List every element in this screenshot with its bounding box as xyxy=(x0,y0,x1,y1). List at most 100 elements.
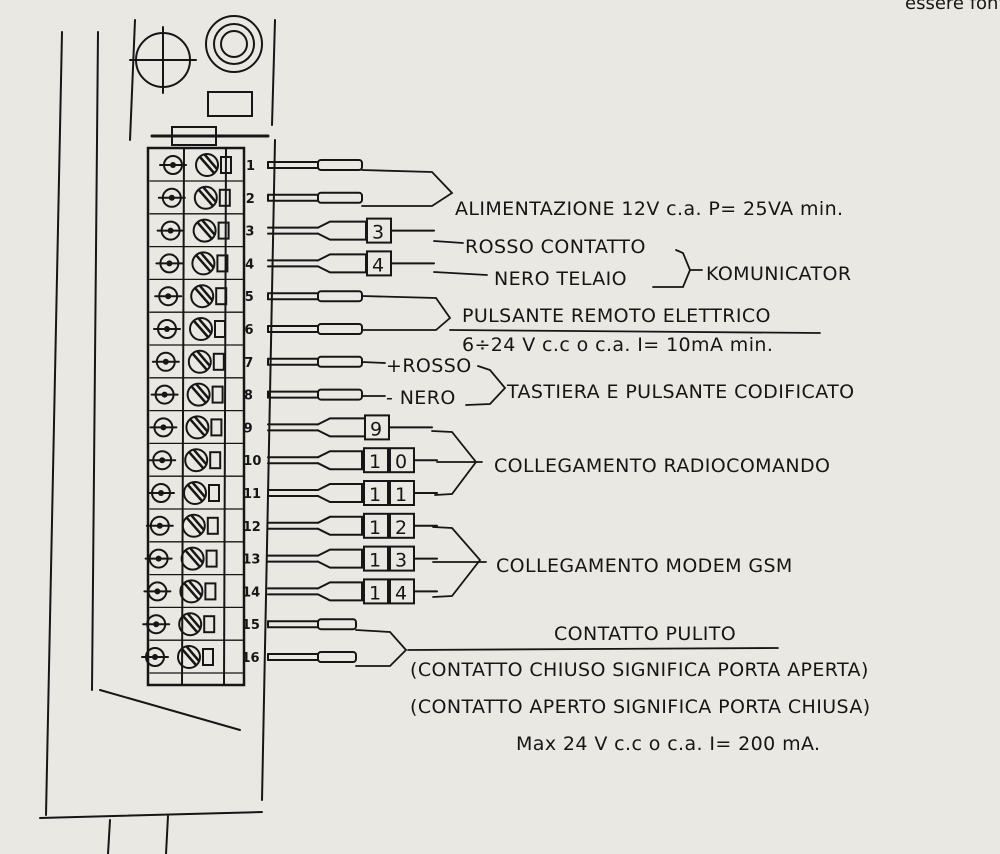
terminal-10: 10 xyxy=(148,448,261,477)
svg-text:3: 3 xyxy=(395,550,407,572)
svg-text:1: 1 xyxy=(369,517,381,539)
terminal-16: 16 xyxy=(141,645,260,674)
clamp-icon xyxy=(179,579,204,604)
terminal-number: 8 xyxy=(244,389,253,404)
terminal-13: 13 xyxy=(144,546,260,576)
terminal-7: 7 xyxy=(149,349,253,379)
terminal-number: 13 xyxy=(242,553,260,568)
clamp-icon xyxy=(178,612,203,637)
clamp-icon xyxy=(181,513,206,538)
terminal-number: 16 xyxy=(242,651,260,666)
wire-plug xyxy=(267,191,363,204)
terminal-8: 8 xyxy=(149,382,253,412)
wire-plug xyxy=(267,417,433,438)
label-nero-telaio: NERO TELAIO xyxy=(494,268,627,290)
connector-code-c11a: 1 xyxy=(363,480,389,506)
label-radiocomando: COLLEGAMENTO RADIOCOMANDO xyxy=(494,455,830,477)
svg-text:0: 0 xyxy=(395,451,407,473)
label-plus-rosso: +ROSSO xyxy=(386,355,472,377)
corner-text: essere fonte xyxy=(905,0,1000,14)
wire-plug xyxy=(267,388,363,401)
connector-code-c14b: 4 xyxy=(389,578,415,605)
clamp-icon xyxy=(183,481,207,505)
wire-plug xyxy=(267,323,363,335)
wire-plug xyxy=(267,618,357,631)
clamp-icon xyxy=(186,382,211,407)
svg-text:2: 2 xyxy=(395,517,407,539)
wire-plug xyxy=(267,220,435,241)
terminal-4: 4 xyxy=(149,251,254,281)
svg-text:9: 9 xyxy=(370,418,382,440)
clamp-icon xyxy=(191,251,216,276)
terminal-number: 12 xyxy=(243,520,261,535)
connector-code-c12b: 2 xyxy=(389,512,415,539)
label-pulsante-spec: 6÷24 V c.c o c.a. I= 10mA min. xyxy=(462,334,773,356)
terminal-number: 4 xyxy=(245,257,254,272)
svg-text:1: 1 xyxy=(369,484,381,506)
terminal-number: 7 xyxy=(244,356,253,371)
terminal-number: 3 xyxy=(245,225,254,240)
connector-code-c4: 4 xyxy=(366,250,392,277)
wire-plug xyxy=(267,355,363,368)
board-outline xyxy=(39,19,276,854)
svg-text:4: 4 xyxy=(372,254,384,276)
clamp-icon xyxy=(190,284,215,309)
label-pulsante-remoto: PULSANTE REMOTO ELETTRICO xyxy=(462,305,771,327)
clamp-icon xyxy=(177,645,201,669)
connector-code-c13b: 3 xyxy=(389,545,415,572)
clamp-icon xyxy=(180,546,205,571)
connector-code-c3: 3 xyxy=(366,217,392,244)
svg-text:4: 4 xyxy=(395,582,407,604)
wire-plug xyxy=(267,651,357,663)
clamp-icon xyxy=(189,317,213,341)
bracket-lines xyxy=(355,169,821,667)
terminal-6: 6 xyxy=(149,317,254,346)
top-components xyxy=(129,15,270,146)
wire-plug xyxy=(267,159,363,171)
label-modem-gsm: COLLEGAMENTO MODEM GSM xyxy=(496,555,793,577)
terminal-2: 2 xyxy=(149,185,255,215)
wire-plug xyxy=(267,253,435,274)
clamp-icon xyxy=(184,448,209,473)
clamp-icon xyxy=(187,349,212,374)
terminal-14: 14 xyxy=(143,579,260,609)
terminal-block xyxy=(146,146,246,687)
terminal-9: 9 xyxy=(149,415,253,445)
resistor-icon xyxy=(171,126,217,146)
terminal-1: 1 xyxy=(149,153,255,182)
trimmer-outer-icon xyxy=(205,15,263,73)
clamp-icon xyxy=(195,153,219,177)
clamp-icon xyxy=(192,218,217,243)
svg-text:1: 1 xyxy=(369,451,381,473)
label-rosso-contatto: ROSSO CONTATTO xyxy=(465,236,646,258)
connector-code-c10b: 0 xyxy=(389,447,415,474)
svg-text:1: 1 xyxy=(369,582,381,604)
label-alimentazione: ALIMENTAZIONE 12V c.a. P= 25VA min. xyxy=(455,198,843,220)
svg-text:1: 1 xyxy=(369,550,381,572)
connector-code-c11b: 1 xyxy=(389,480,415,506)
labels: ALIMENTAZIONE 12V c.a. P= 25VA min. ROSS… xyxy=(386,198,871,755)
label-contatto-aperto: (CONTATTO APERTO SIGNIFICA PORTA CHIUSA) xyxy=(410,696,871,718)
clamp-icon xyxy=(193,185,218,210)
terminal-5: 5 xyxy=(149,284,254,313)
label-contatto-chiuso: (CONTATTO CHIUSO SIGNIFICA PORTA APERTA) xyxy=(410,659,869,681)
led-housing-icon xyxy=(207,91,253,117)
clamp-icon xyxy=(185,415,210,440)
terminal-3: 3 xyxy=(149,218,254,248)
terminal-number: 9 xyxy=(244,421,253,436)
svg-text:1: 1 xyxy=(395,484,407,506)
terminal-number: 1 xyxy=(246,159,255,174)
label-tastiera: TASTIERA E PULSANTE CODIFICATO xyxy=(506,381,854,403)
terminal-number: 10 xyxy=(243,454,261,469)
terminal-15: 15 xyxy=(142,612,260,641)
label-contatto-pulito: CONTATTO PULITO xyxy=(554,623,736,645)
connector-code-c14a: 1 xyxy=(363,578,389,605)
terminal-number: 2 xyxy=(246,192,255,207)
terminal-11: 11 xyxy=(147,481,261,510)
terminal-number: 15 xyxy=(242,618,260,633)
terminal-number: 14 xyxy=(242,585,260,600)
